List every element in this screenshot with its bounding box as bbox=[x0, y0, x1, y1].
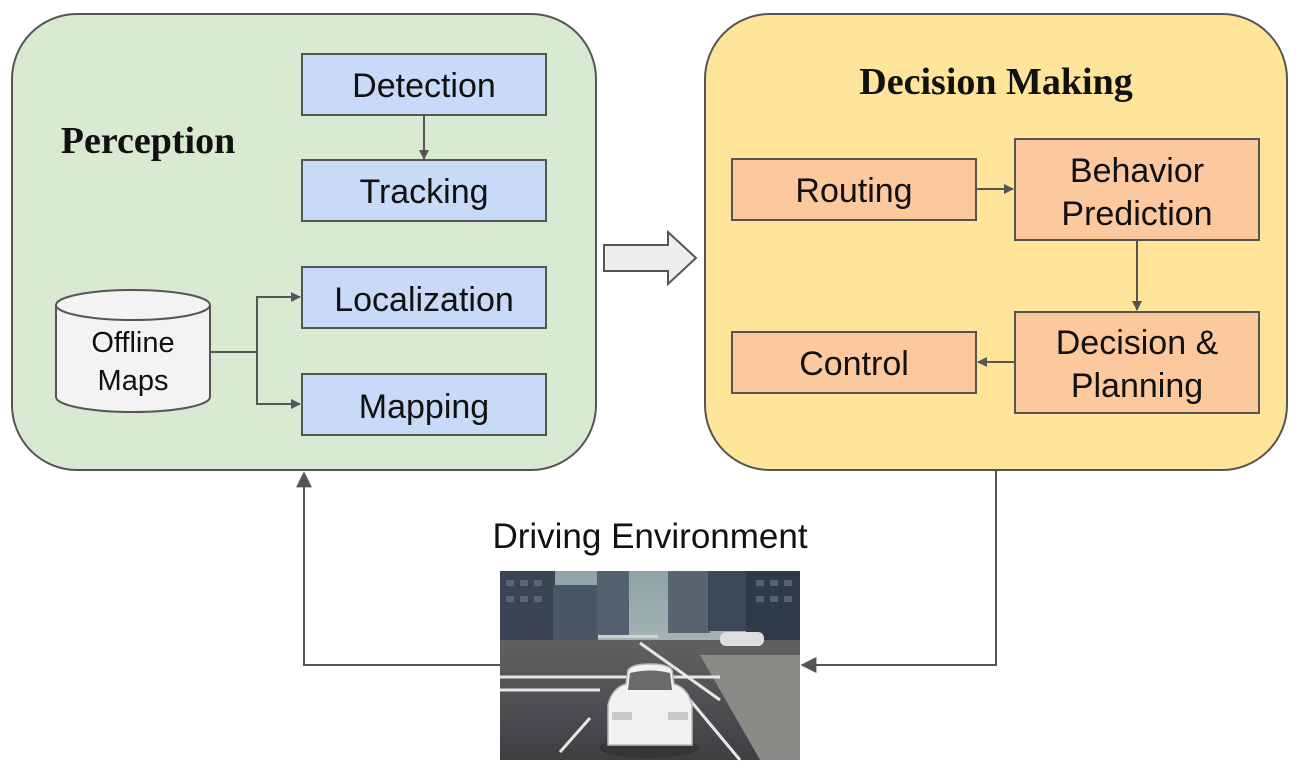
detection-label: Detection bbox=[352, 67, 496, 105]
tracking-label: Tracking bbox=[359, 173, 488, 211]
offline-maps-label-line2: Maps bbox=[98, 365, 169, 397]
decision-planning-node: Decision & Planning bbox=[1014, 311, 1260, 414]
decision-making-title: Decision Making bbox=[859, 61, 1132, 103]
edge-maps-to-mapping bbox=[256, 352, 301, 409]
decision-planning-label-line1: Decision & bbox=[1056, 324, 1219, 362]
mapping-label: Mapping bbox=[359, 388, 489, 426]
driving-scene-image bbox=[500, 571, 800, 761]
behavior-prediction-node: Behavior Prediction bbox=[1014, 138, 1260, 241]
edge-decision-to-environment bbox=[800, 470, 997, 673]
tracking-node: Tracking bbox=[301, 159, 547, 222]
localization-node: Localization bbox=[301, 266, 547, 329]
behavior-prediction-label-line1: Behavior bbox=[1070, 152, 1204, 190]
parked-car-icon bbox=[720, 632, 764, 646]
edge-maps-to-localization bbox=[210, 292, 301, 353]
car-icon bbox=[599, 663, 699, 758]
routing-label: Routing bbox=[795, 172, 912, 210]
perception-title: Perception bbox=[61, 120, 235, 162]
routing-node: Routing bbox=[731, 158, 977, 221]
control-node: Control bbox=[731, 331, 977, 394]
offline-maps-database: Offline Maps bbox=[55, 289, 211, 413]
offline-maps-label-line1: Offline bbox=[91, 327, 174, 359]
localization-label: Localization bbox=[334, 281, 514, 319]
detection-node: Detection bbox=[301, 53, 547, 116]
block-arrow-perception-to-decision bbox=[603, 229, 698, 287]
driving-environment-title: Driving Environment bbox=[492, 517, 807, 556]
edge-environment-to-perception bbox=[296, 471, 500, 666]
mapping-node: Mapping bbox=[301, 373, 547, 436]
behavior-prediction-label-line2: Prediction bbox=[1061, 195, 1212, 233]
control-label: Control bbox=[799, 345, 909, 383]
decision-planning-label-line2: Planning bbox=[1071, 367, 1203, 405]
